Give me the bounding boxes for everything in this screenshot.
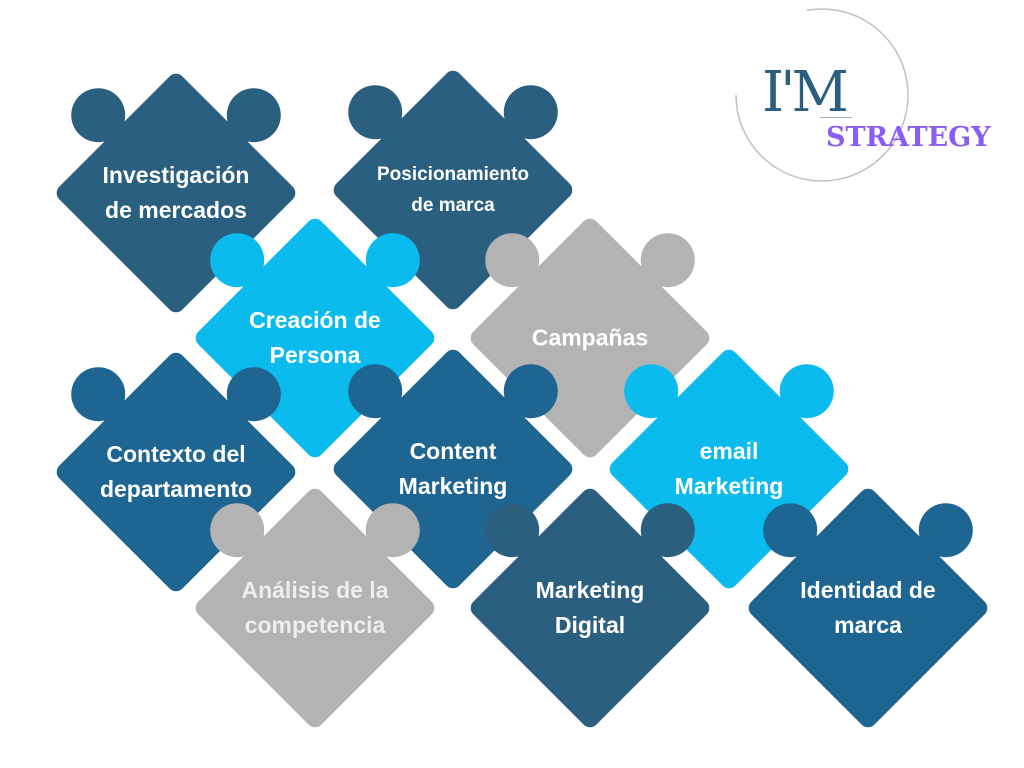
piece-label-line: Marketing xyxy=(674,473,784,499)
piece-label-line: departamento xyxy=(99,476,253,502)
piece-label: Posicionamiento de marca xyxy=(353,159,553,221)
piece-label-line: competencia xyxy=(244,612,386,638)
piece-label-line: Contexto del xyxy=(106,441,246,467)
piece-label-line: Marketing xyxy=(398,473,508,499)
piece-label-line: Campañas xyxy=(531,324,649,351)
logo-mark: I'M xyxy=(762,60,849,125)
piece-label-line: de marca xyxy=(411,195,495,216)
piece-label-line: Marketing xyxy=(535,577,645,603)
puzzle-piece xyxy=(468,486,712,730)
piece-label-line: Persona xyxy=(269,342,361,368)
logo-text: STRATEGY xyxy=(826,122,991,153)
piece-label-line: Investigación xyxy=(102,162,250,188)
piece-label: Creación de Persona xyxy=(215,303,415,373)
piece-label-line: de mercados xyxy=(105,197,247,223)
piece-label: Contexto del departamento xyxy=(76,437,276,507)
puzzle-piece xyxy=(193,486,437,730)
piece-knob xyxy=(71,88,126,143)
piece-label-line: Análisis de la xyxy=(241,577,389,603)
piece-knob xyxy=(485,233,540,288)
piece-label: Identidad de marca xyxy=(768,573,968,643)
puzzle-piece xyxy=(746,486,990,730)
piece-label-line: Digital xyxy=(554,612,626,638)
piece-label-line: marca xyxy=(834,612,902,638)
piece-label-line: email xyxy=(699,438,759,464)
piece-label: Investigación de mercados xyxy=(76,158,276,228)
piece-label: Campañas xyxy=(490,321,690,356)
piece-label-line: Creación de xyxy=(249,307,381,333)
piece-label: Análisis de la competencia xyxy=(215,573,415,643)
piece-label-line: Identidad de xyxy=(800,577,936,603)
logo-underline xyxy=(820,117,852,118)
piece-label-line: Content xyxy=(409,438,497,464)
piece-label-line: Posicionamiento xyxy=(376,164,530,185)
logo-ring xyxy=(735,8,909,182)
